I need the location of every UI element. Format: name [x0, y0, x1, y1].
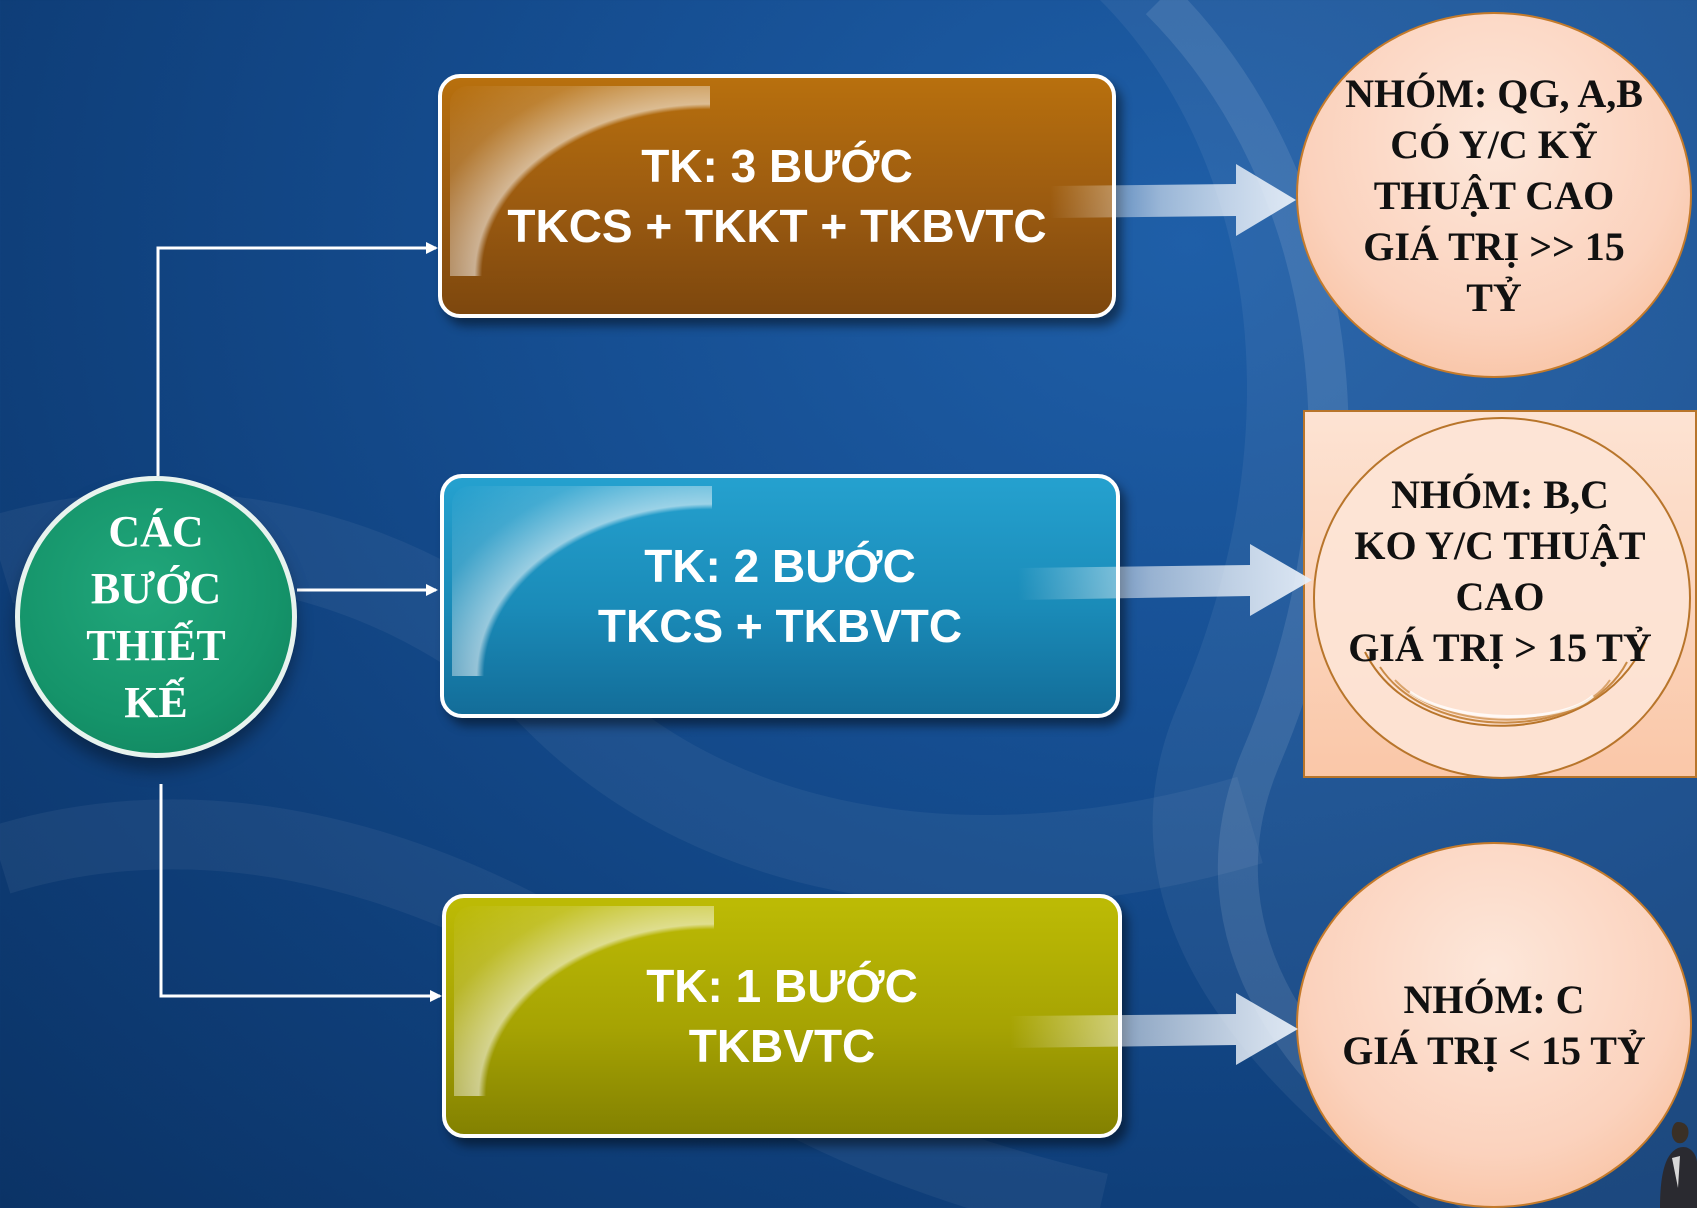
step-box-1-step: TK: 1 BƯỚC TKBVTC	[442, 894, 1122, 1138]
connector-to-step-1	[159, 784, 442, 1002]
group-c-line-1: NHÓM: C	[1403, 977, 1585, 1022]
presenter-figure-icon	[1660, 1122, 1697, 1208]
group-a-line-2: CÓ Y/C KỸ	[1390, 121, 1598, 167]
group-circle-b-c: NHÓM: B,C KO Y/C THUẬT CAO GIÁ TRỊ > 15 …	[1303, 410, 1697, 778]
step-2-detail: TKCS + TKBVTC	[597, 600, 963, 652]
step-1-detail: TKBVTC	[688, 1020, 876, 1072]
group-a-line-3: THUẬT CAO	[1373, 172, 1615, 218]
group-b-line-1: NHÓM: B,C	[1391, 472, 1609, 517]
start-line-4: KẾ	[124, 678, 188, 727]
group-b-circle-graphic	[1313, 417, 1691, 779]
step-3-title: TK: 3 BƯỚC	[641, 140, 913, 192]
group-circle-qg-a-b: NHÓM: QG, A,B CÓ Y/C KỸ THUẬT CAO GIÁ TR…	[1296, 12, 1692, 378]
group-a-line-1: NHÓM: QG, A,B	[1345, 70, 1643, 116]
start-circle-design-steps: CÁC BƯỚC THIẾT KẾ	[15, 476, 297, 758]
group-circle-c: NHÓM: C GIÁ TRỊ < 15 TỶ	[1296, 842, 1692, 1208]
group-a-line-4: GIÁ TRỊ >> 15	[1363, 223, 1625, 269]
step-1-title: TK: 1 BƯỚC	[646, 960, 918, 1012]
group-b-line-2: KO Y/C THUẬT	[1354, 523, 1646, 568]
group-c-line-2: GIÁ TRỊ < 15 TỶ	[1342, 1028, 1646, 1073]
connector-to-step-3	[156, 242, 438, 476]
start-line-2: BƯỚC	[90, 564, 222, 613]
step-3-detail: TKCS + TKKT + TKBVTC	[507, 200, 1047, 252]
start-line-3: THIẾT	[86, 621, 226, 670]
step-2-title: TK: 2 BƯỚC	[644, 540, 916, 592]
start-line-1: CÁC	[108, 507, 204, 556]
step-box-3-steps: TK: 3 BƯỚC TKCS + TKKT + TKBVTC	[438, 74, 1116, 318]
group-frame-b-c	[1303, 410, 1697, 779]
group-b-line-3: CAO	[1455, 574, 1545, 619]
group-b-line-4: GIÁ TRỊ > 15 TỶ	[1348, 625, 1652, 670]
group-a-line-5: TỶ	[1466, 274, 1522, 320]
step-box-2-steps: TK: 2 BƯỚC TKCS + TKBVTC	[440, 474, 1120, 718]
